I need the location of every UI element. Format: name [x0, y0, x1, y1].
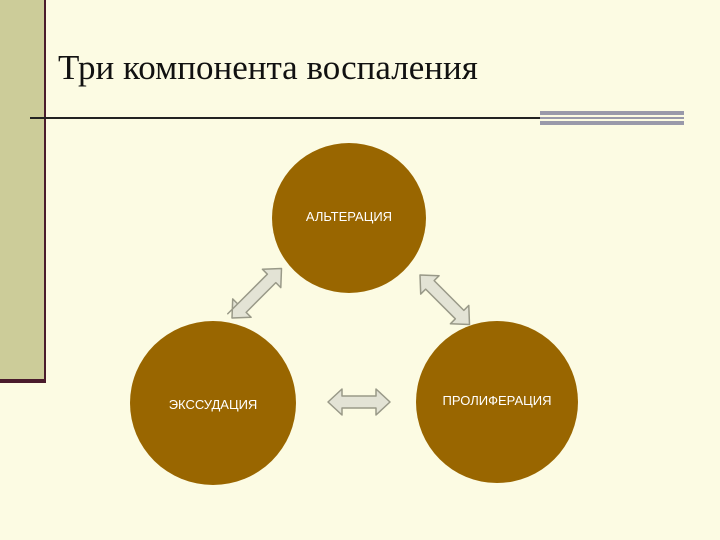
node-exudation: ЭКССУДАЦИЯ — [130, 321, 296, 485]
node-proliferation-label: ПРОЛИФЕРАЦИЯ — [442, 393, 552, 408]
title-underline-accent — [540, 111, 684, 125]
node-exudation-label: ЭКССУДАЦИЯ — [168, 397, 258, 412]
left-decorative-bar — [0, 0, 46, 383]
arrow-alteration-proliferation — [419, 274, 471, 326]
arrow-exudation-proliferation — [327, 388, 391, 416]
arrow-alteration-exudation — [227, 267, 283, 319]
slide-title: Три компонента воспаления — [58, 48, 478, 87]
node-proliferation: ПРОЛИФЕРАЦИЯ — [416, 321, 578, 483]
title-underline — [30, 117, 540, 119]
node-alteration-label: АЛЬТЕРАЦИЯ — [305, 209, 393, 224]
node-alteration: АЛЬТЕРАЦИЯ — [272, 143, 426, 293]
